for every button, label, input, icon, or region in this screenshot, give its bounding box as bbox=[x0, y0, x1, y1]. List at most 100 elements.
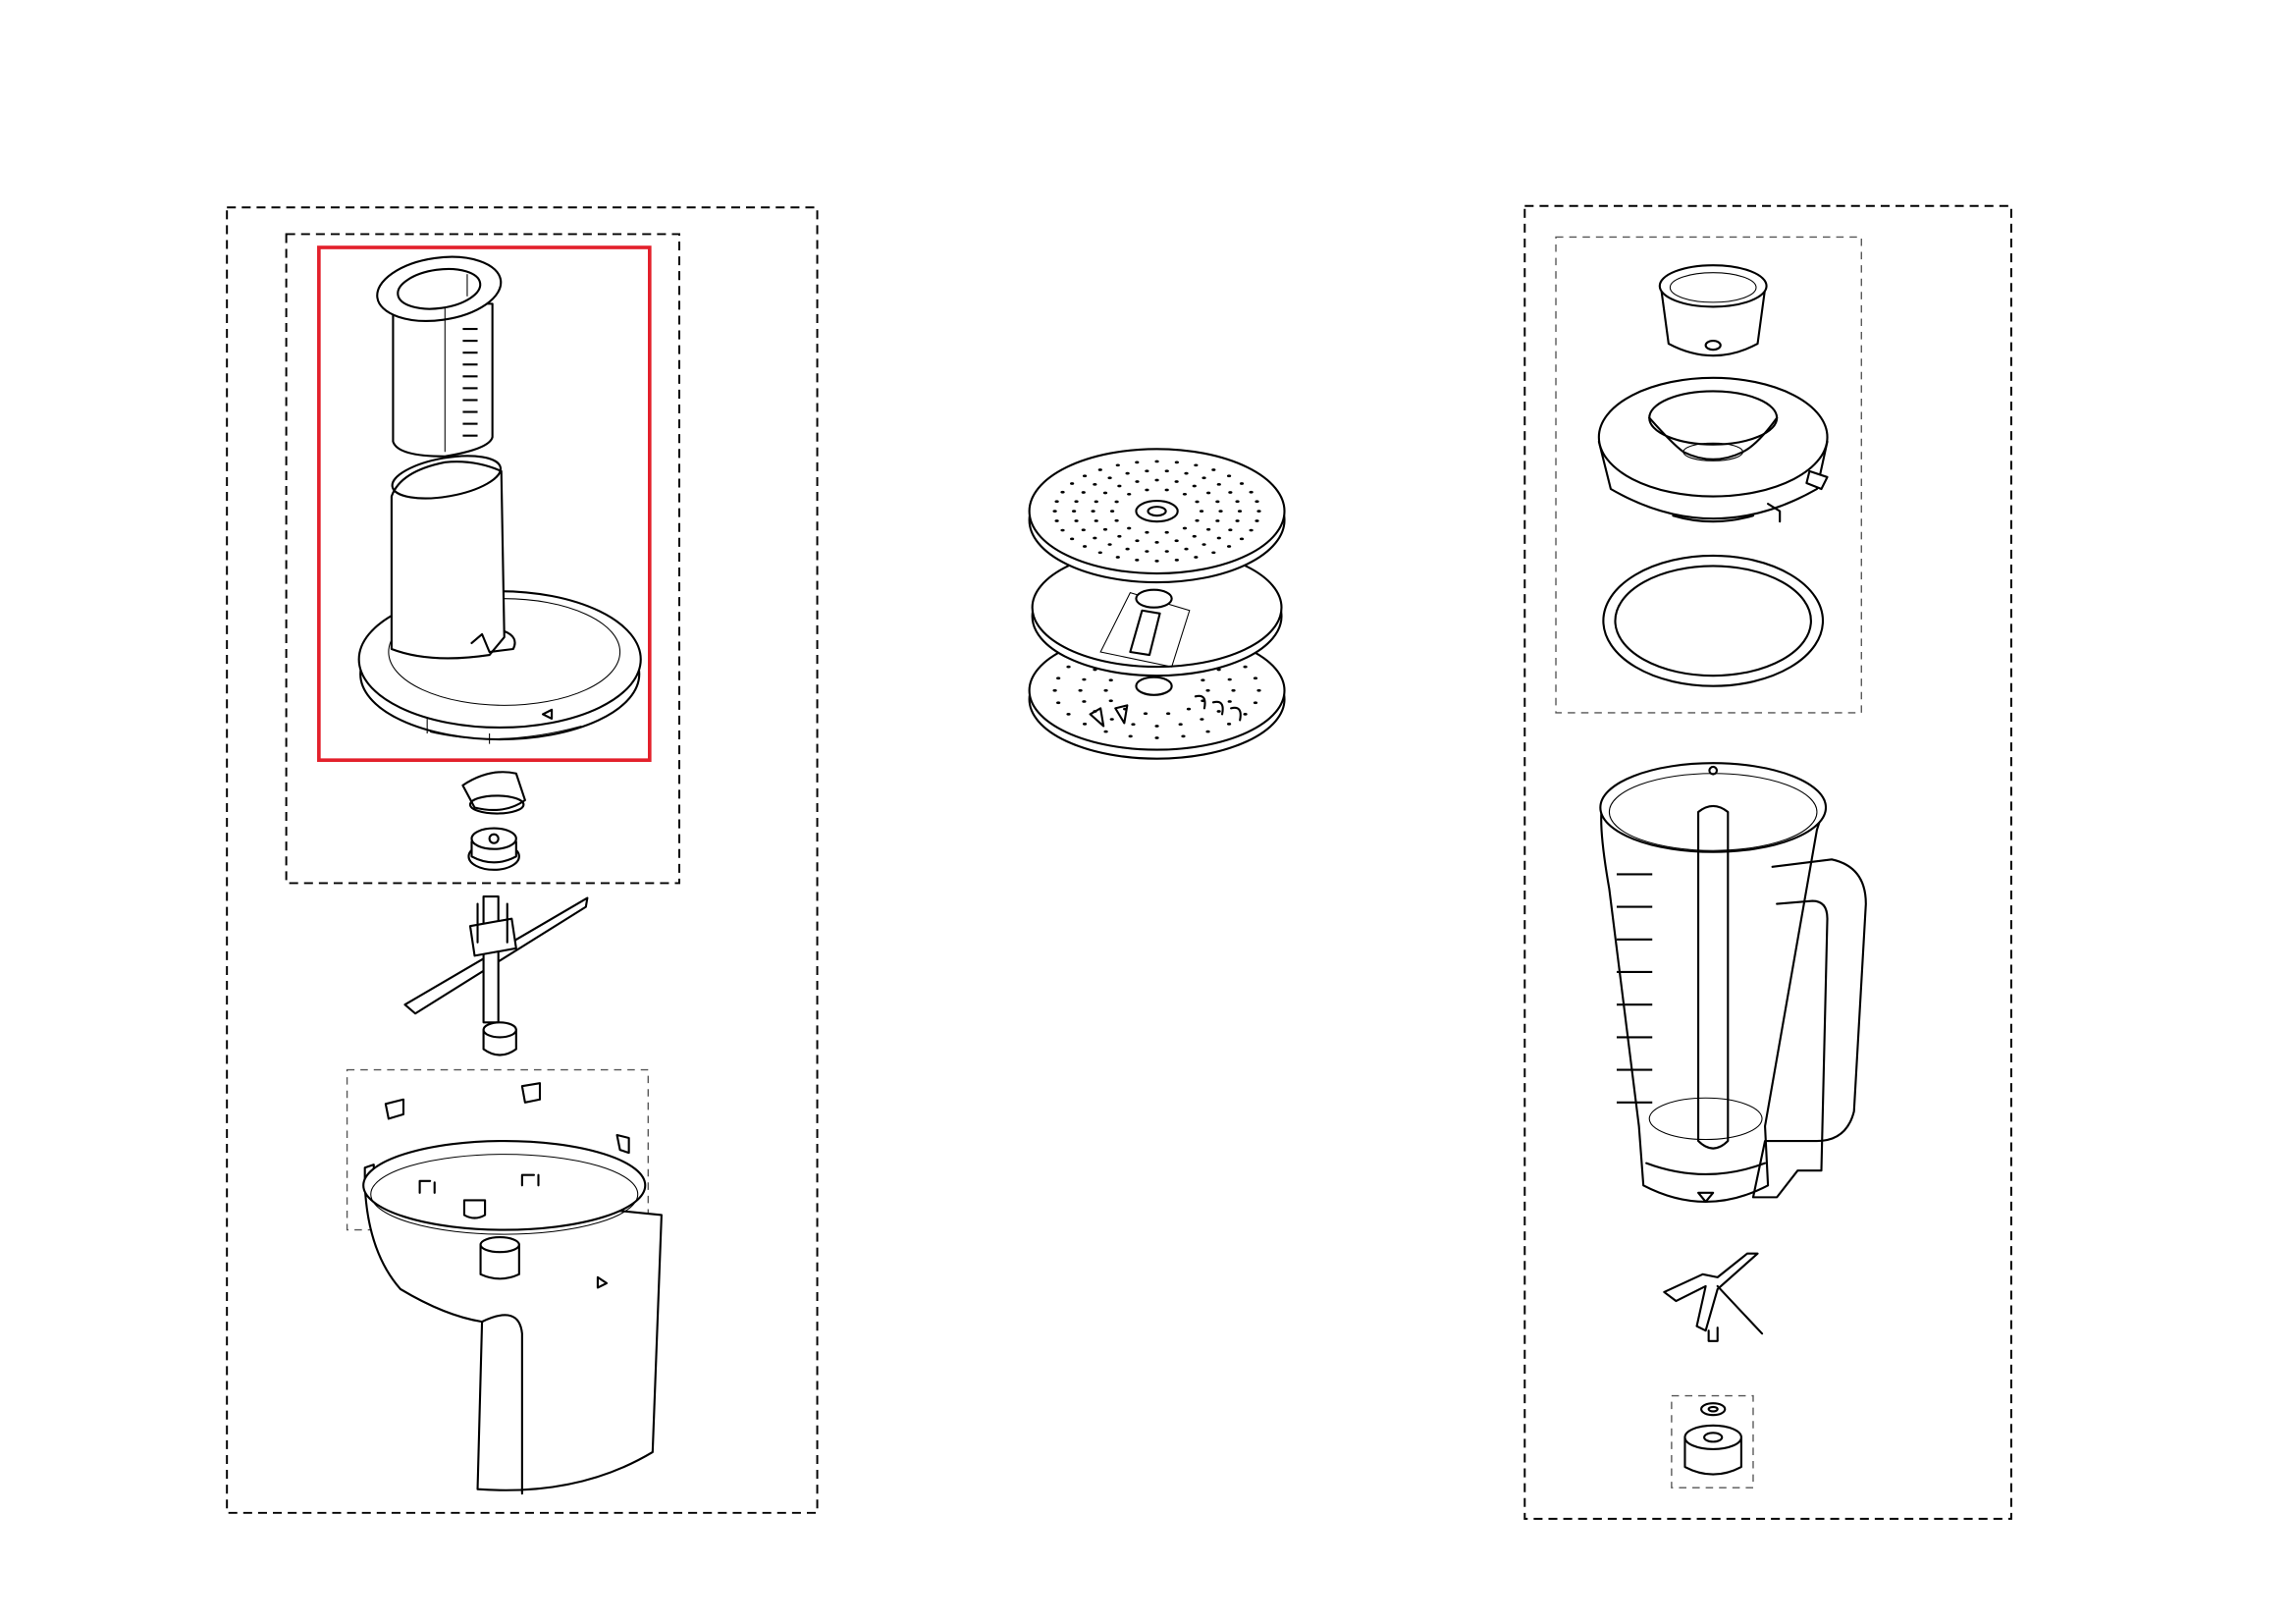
feed-tube-lid-part[interactable] bbox=[357, 449, 642, 744]
blade-bearing-part[interactable] bbox=[1683, 1424, 1742, 1476]
slicing-disc-part[interactable] bbox=[1031, 547, 1283, 677]
perforation-dot bbox=[1093, 536, 1097, 540]
blade-seal-washer-part[interactable] bbox=[1700, 1402, 1727, 1417]
blender-lid-part[interactable] bbox=[1597, 376, 1829, 523]
perforation-dot bbox=[1255, 500, 1259, 504]
perforation-dot bbox=[1125, 547, 1130, 551]
perforation-dot bbox=[1154, 559, 1159, 563]
perforation-dot bbox=[1054, 500, 1059, 504]
perforation-dot bbox=[1215, 500, 1220, 504]
perforation-dot bbox=[1154, 736, 1159, 739]
perforation-dot bbox=[1201, 476, 1206, 480]
perforation-dot bbox=[1082, 474, 1088, 478]
perforation-dot bbox=[1078, 688, 1083, 692]
perforation-dot bbox=[1255, 519, 1259, 522]
perforation-dot bbox=[1201, 543, 1206, 546]
perforation-dot bbox=[1227, 700, 1232, 703]
pusher-part[interactable] bbox=[373, 249, 506, 458]
perforation-dot bbox=[1066, 665, 1071, 669]
blade-cover-part[interactable] bbox=[461, 771, 526, 815]
perforation-dot bbox=[1226, 474, 1232, 478]
perforation-dot bbox=[1216, 482, 1221, 486]
perforation-dot bbox=[1145, 469, 1149, 473]
perforation-dot bbox=[1206, 527, 1211, 531]
perforation-dot bbox=[1231, 688, 1236, 692]
perforation-dot bbox=[1164, 469, 1169, 473]
perforation-dot bbox=[1081, 491, 1086, 494]
perforation-dot bbox=[1103, 688, 1108, 692]
perforation-dot bbox=[1154, 478, 1159, 482]
perforation-dot bbox=[1226, 545, 1232, 548]
perforation-dot bbox=[1216, 536, 1221, 540]
perforation-dot bbox=[1211, 468, 1216, 471]
perforation-dot bbox=[1181, 734, 1186, 738]
perforation-dot bbox=[1194, 556, 1199, 559]
perforation-dot bbox=[1081, 528, 1086, 532]
perforation-dot bbox=[1107, 476, 1112, 480]
blender-jug-part[interactable] bbox=[1599, 762, 1867, 1203]
lid-seal-ring-part[interactable] bbox=[1602, 554, 1825, 687]
mixing-bowl-part[interactable] bbox=[362, 1139, 663, 1495]
perforation-dot bbox=[1127, 526, 1132, 530]
perforation-dot bbox=[1154, 540, 1159, 544]
perforation-dot bbox=[1135, 539, 1140, 543]
perforation-dot bbox=[1145, 530, 1149, 534]
perforation-dot bbox=[1211, 551, 1216, 555]
perforation-dot bbox=[1186, 707, 1192, 711]
perforation-dot bbox=[1174, 539, 1179, 543]
drive-coupling-part[interactable] bbox=[467, 827, 520, 871]
perforation-dot bbox=[1117, 484, 1122, 488]
perforation-dot bbox=[1200, 718, 1204, 721]
perforation-dot bbox=[1145, 550, 1149, 553]
perforation-dot bbox=[1178, 723, 1183, 727]
blender-lid-subgroup-box bbox=[1555, 236, 1862, 714]
blender-blade-part[interactable] bbox=[1663, 1252, 1764, 1342]
perforation-dot bbox=[1239, 482, 1245, 485]
perforation-dot bbox=[1127, 492, 1132, 496]
perforation-dot bbox=[1164, 550, 1169, 553]
perforation-dot bbox=[1228, 528, 1233, 532]
grating-disc-fine-part[interactable] bbox=[1028, 448, 1286, 584]
blade-seal-part[interactable] bbox=[482, 1021, 517, 1056]
perforation-dot bbox=[1201, 678, 1205, 682]
perforation-dot bbox=[1205, 730, 1210, 733]
perforation-dot bbox=[1206, 491, 1211, 495]
perforation-dot bbox=[1253, 677, 1258, 680]
perforation-dot bbox=[1256, 688, 1261, 692]
perforation-dot bbox=[1182, 492, 1188, 496]
perforation-dot bbox=[1115, 556, 1120, 559]
perforation-dot bbox=[1194, 463, 1199, 467]
perforation-dot bbox=[1227, 677, 1232, 681]
perforation-dot bbox=[1109, 510, 1115, 514]
perforation-dot bbox=[1074, 500, 1079, 504]
perforation-dot bbox=[1166, 712, 1171, 716]
perforation-dot bbox=[1199, 510, 1204, 514]
perforation-dot bbox=[1226, 723, 1232, 726]
perforation-dot bbox=[1056, 677, 1061, 680]
perforation-dot bbox=[1082, 677, 1087, 681]
perforation-dot bbox=[1237, 510, 1243, 514]
perforation-dot bbox=[1195, 518, 1200, 522]
perforation-dot bbox=[1082, 700, 1087, 703]
perforation-dot bbox=[1093, 482, 1097, 486]
lid-subgroup-box bbox=[285, 233, 681, 885]
blender-group-box bbox=[1523, 204, 2012, 1520]
perforation-dot bbox=[1249, 528, 1254, 532]
perforation-dot bbox=[1060, 528, 1065, 532]
perforation-dot bbox=[1174, 480, 1179, 483]
chopping-blade-part[interactable] bbox=[403, 894, 589, 1024]
perforation-dot bbox=[1235, 500, 1240, 504]
perforation-dot bbox=[1097, 551, 1102, 555]
perforation-dot bbox=[1054, 519, 1059, 522]
perforation-dot bbox=[1114, 518, 1119, 522]
perforation-dot bbox=[1243, 665, 1248, 669]
perforation-dot bbox=[1239, 537, 1245, 541]
perforation-dot bbox=[1056, 701, 1061, 705]
perforation-dot bbox=[1174, 460, 1179, 464]
perforation-dot bbox=[1091, 510, 1095, 514]
perforation-dot bbox=[1195, 500, 1200, 504]
measuring-cap-part[interactable] bbox=[1658, 264, 1768, 357]
perforation-dot bbox=[1066, 713, 1071, 716]
perforation-dot bbox=[1215, 519, 1220, 522]
